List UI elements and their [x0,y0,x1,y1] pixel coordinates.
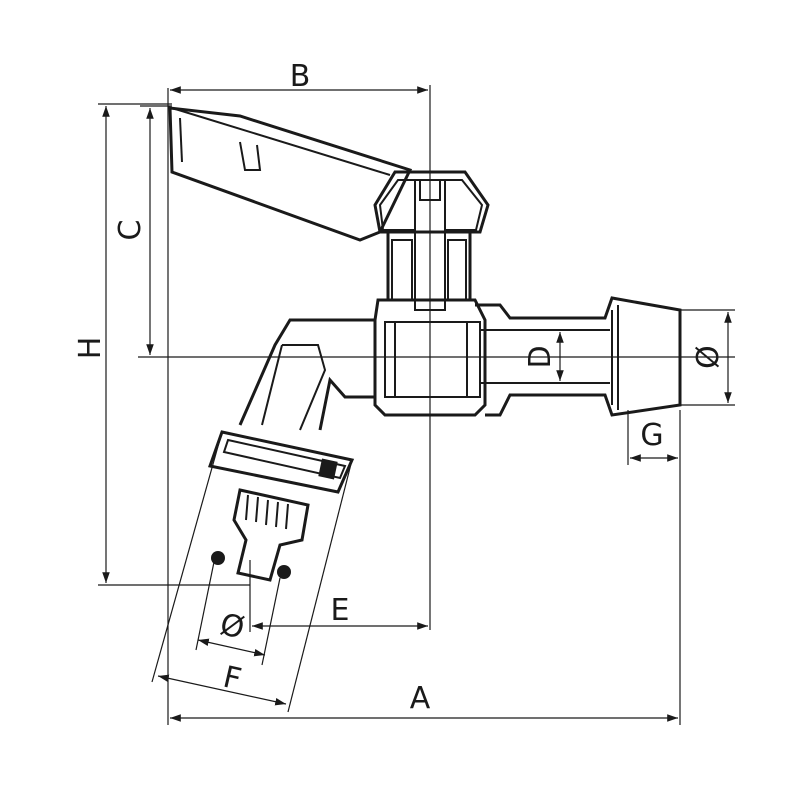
o-ring-right [277,565,291,579]
ext-line-hose-left [195,561,215,651]
housing-hatch-left [391,239,413,301]
ext-line-f-right [287,459,353,713]
nut-hatch [222,438,347,480]
label-diameter-inlet: Ø [217,607,248,646]
dim-line-f [157,674,287,706]
lever-handle [168,106,413,242]
dim-line-dia-hose [197,638,266,657]
hose-connector [232,488,310,582]
ball-seat [384,321,481,398]
label-h: H [73,337,108,360]
label-a: A [410,681,431,716]
lever-tab [179,117,183,163]
ball-housing [373,298,487,417]
label-g: G [640,418,663,453]
spout-inner [261,344,327,431]
stem-housing [386,232,472,302]
label-d: D [523,345,558,368]
o-ring-left [211,551,225,565]
bonnet-cap [373,170,490,234]
ext-line-f-left [151,431,223,683]
valve-body [168,106,682,582]
ext-line-hose-right [261,577,281,666]
ball [394,321,468,398]
label-c: C [113,220,148,241]
housing-hatch-right [447,239,467,301]
label-b: B [290,59,311,94]
gasket [318,458,338,480]
dimension-labels: A B C D E F G H Ø Ø [73,59,726,716]
coupling-nut [208,430,355,494]
lever-inner-edge [171,107,391,176]
dimension-lines [98,85,735,725]
inlet-bore [480,329,610,384]
spout-elbow [238,318,375,431]
label-f: F [220,660,245,698]
connector-ribs [245,494,289,530]
label-diameter-outlet: Ø [691,345,726,369]
label-e: E [331,593,350,628]
